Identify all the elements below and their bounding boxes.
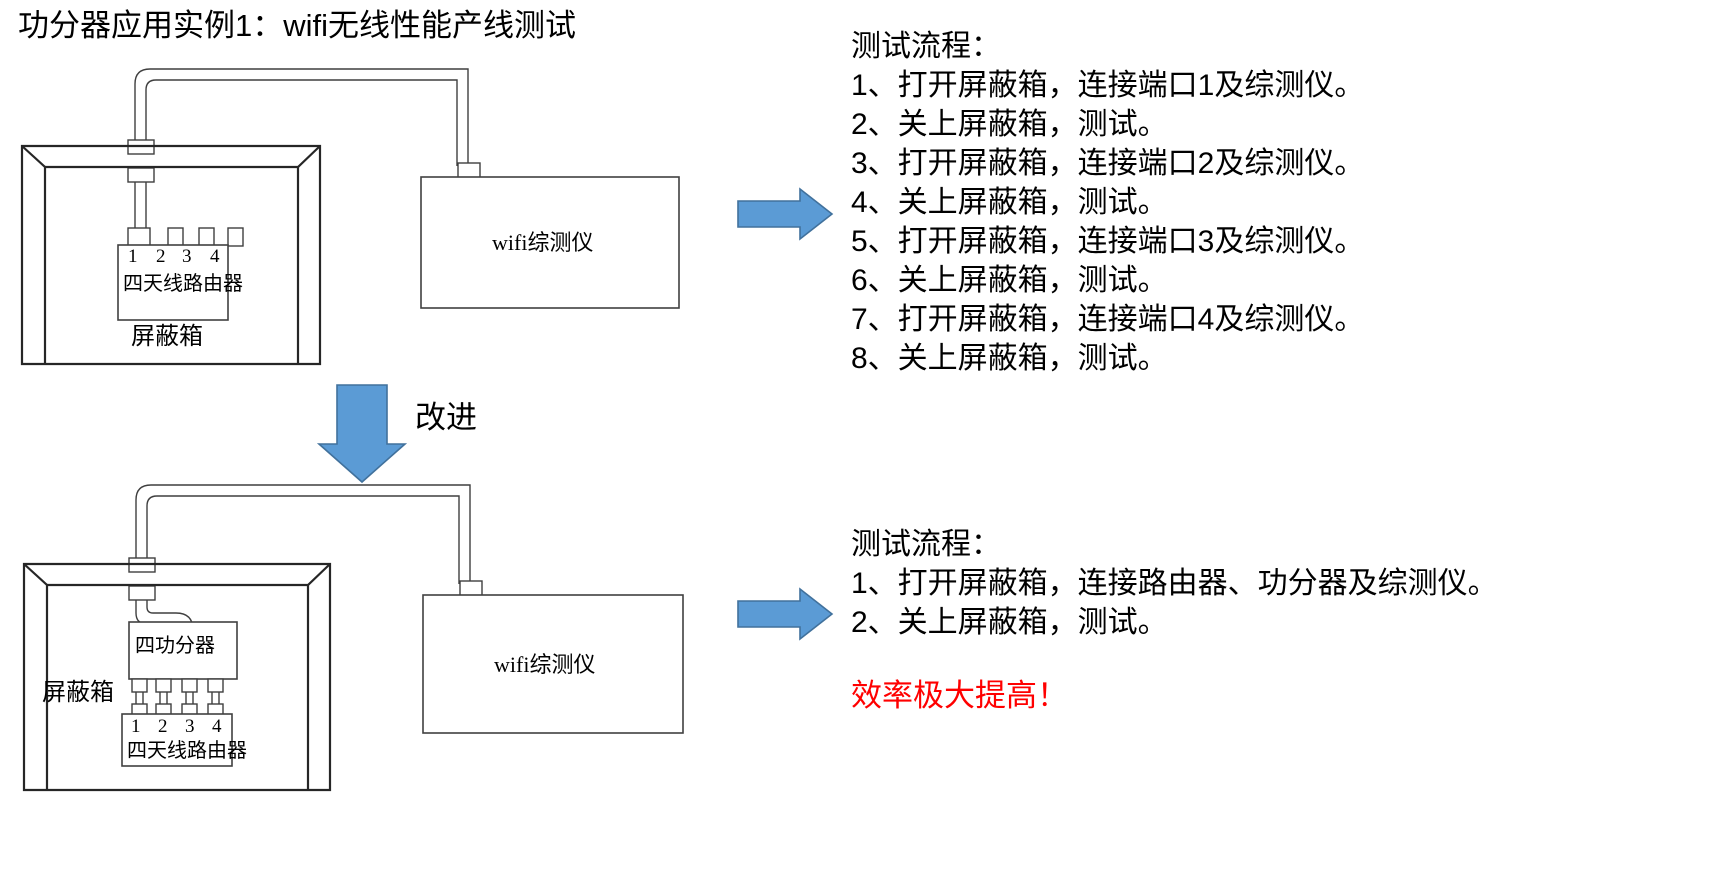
arrow-down-icon — [316, 384, 408, 484]
process-before-step: 4、关上屏蔽箱，测试。 — [851, 186, 1168, 219]
splitter-to-router-cables — [131, 678, 224, 718]
top-diagram: 1 2 3 4 四天线路由器 屏蔽箱 wifi综测仪 — [20, 68, 680, 366]
bottom-diagram: 四功分器 1 2 3 4 四天线路由器 — [22, 484, 684, 792]
page-title: 功分器应用实例1：wifi无线性能产线测试 — [18, 8, 577, 43]
connector-barrel — [128, 585, 156, 601]
top-coax-cable — [134, 68, 469, 166]
improve-label: 改进 — [415, 400, 477, 435]
process-before-step: 8、关上屏蔽箱，测试。 — [851, 342, 1168, 375]
power-splitter-body — [128, 621, 238, 680]
router-port-label: 4 — [212, 716, 222, 737]
process-before-step: 6、关上屏蔽箱，测试。 — [851, 264, 1168, 297]
router-feed-cable — [134, 182, 147, 236]
router-port-label: 1 — [131, 716, 141, 737]
process-after-heading: 测试流程： — [851, 528, 1001, 561]
shield-box-bottom — [22, 562, 332, 792]
router-port-label: 3 — [185, 716, 195, 737]
process-before-step: 2、关上屏蔽箱，测试。 — [851, 108, 1168, 141]
router-port-2-stub — [167, 227, 184, 247]
router-port-label: 1 — [128, 246, 138, 267]
router-port-label: 2 — [158, 716, 168, 737]
router-port-1-stub — [127, 227, 151, 247]
process-before-block: 测试流程： 1、打开屏蔽箱，连接端口1及综测仪。 2、关上屏蔽箱，测试。 3、打… — [851, 27, 1364, 378]
wifi-tester-label-top: wifi综测仪 — [492, 230, 593, 255]
shield-box-label-top: 屏蔽箱 — [131, 323, 203, 350]
wifi-tester-bottom — [422, 594, 684, 734]
process-after-step: 1、打开屏蔽箱，连接路由器、功分器及综测仪。 — [851, 567, 1498, 600]
process-before-heading: 测试流程： — [851, 30, 1001, 63]
process-after-conclusion: 效率极大提高！ — [851, 678, 1068, 713]
router-port-label: 2 — [156, 246, 166, 267]
router-label-bottom: 四天线路由器 — [127, 739, 247, 762]
router-body-bottom — [121, 713, 233, 767]
arrow-right-icon — [737, 587, 834, 641]
process-before-step: 5、打开屏蔽箱，连接端口3及综测仪。 — [851, 225, 1365, 258]
router-port-label: 3 — [182, 246, 192, 267]
connector-barrel — [127, 167, 155, 183]
router-port-label: 4 — [210, 246, 220, 267]
power-splitter-label: 四功分器 — [135, 634, 215, 657]
shield-box-label-bottom: 屏蔽箱 — [42, 679, 114, 706]
process-after-step: 2、关上屏蔽箱，测试。 — [851, 606, 1168, 639]
router-body-top — [117, 244, 229, 321]
wifi-tester-top — [420, 176, 680, 309]
process-before-step: 7、打开屏蔽箱，连接端口4及综测仪。 — [851, 303, 1365, 336]
router-label-top: 四天线路由器 — [123, 272, 243, 295]
arrow-right-icon — [737, 187, 834, 241]
bottom-coax-cable — [135, 484, 471, 584]
router-port-3-stub — [198, 227, 215, 247]
router-port-4-stub — [227, 227, 244, 247]
process-after-block: 测试流程： 1、打开屏蔽箱，连接路由器、功分器及综测仪。 2、关上屏蔽箱，测试。… — [851, 525, 1498, 716]
process-before-step: 3、打开屏蔽箱，连接端口2及综测仪。 — [851, 147, 1365, 180]
process-before-step: 1、打开屏蔽箱，连接端口1及综测仪。 — [851, 69, 1365, 102]
wifi-tester-label-bottom: wifi综测仪 — [494, 652, 595, 677]
shield-box-top — [20, 144, 322, 366]
